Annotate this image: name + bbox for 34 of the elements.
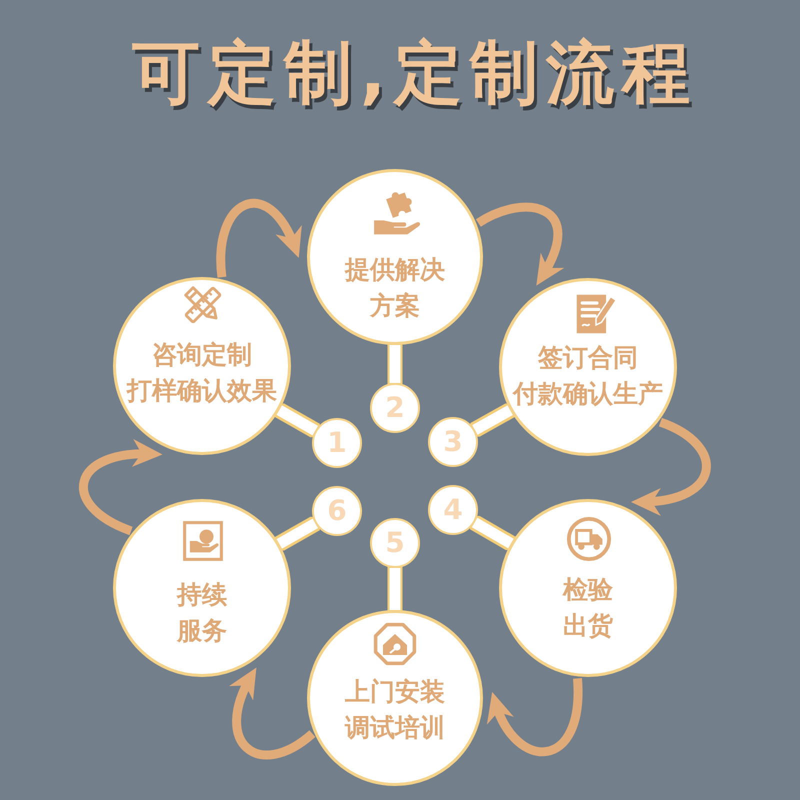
step-number: 6 bbox=[327, 495, 347, 527]
step-text: 打样确认效果 bbox=[127, 375, 277, 407]
title: 可定制,定制流程 bbox=[132, 34, 698, 114]
curved-arrow bbox=[79, 440, 162, 536]
connector-bar bbox=[276, 518, 318, 549]
connector-bar bbox=[472, 405, 513, 435]
curved-arrow bbox=[216, 198, 300, 278]
step-number: 2 bbox=[385, 392, 405, 424]
connector-bar bbox=[472, 518, 514, 548]
curved-arrow bbox=[230, 667, 316, 760]
curved-arrow bbox=[488, 678, 582, 756]
step-title: 检验出货 bbox=[562, 574, 614, 642]
step-title: 上门安装 bbox=[345, 676, 445, 708]
step-number: 1 bbox=[327, 427, 347, 459]
curved-arrow bbox=[630, 418, 711, 515]
step-title: 提供解决方案 bbox=[344, 254, 446, 322]
number-circle bbox=[370, 383, 420, 433]
step-number: 5 bbox=[385, 527, 405, 559]
step-title: 咨询定制 bbox=[152, 339, 252, 371]
step-title: 签订合同 bbox=[538, 342, 638, 374]
number-circle bbox=[428, 417, 478, 467]
connector-bar bbox=[390, 568, 400, 610]
connector-bar bbox=[390, 345, 400, 383]
connector-bar bbox=[276, 405, 318, 436]
step-number: 4 bbox=[443, 494, 463, 526]
curved-arrow bbox=[476, 202, 564, 286]
number-circle bbox=[370, 518, 420, 568]
number-circle bbox=[312, 418, 362, 468]
step-title: 持续服务 bbox=[175, 579, 228, 647]
step-number: 3 bbox=[443, 426, 463, 458]
step-text: 调试培训 bbox=[345, 712, 445, 744]
step-text: 付款确认生产 bbox=[513, 378, 663, 410]
number-circle bbox=[428, 485, 478, 535]
number-circle bbox=[312, 486, 362, 536]
